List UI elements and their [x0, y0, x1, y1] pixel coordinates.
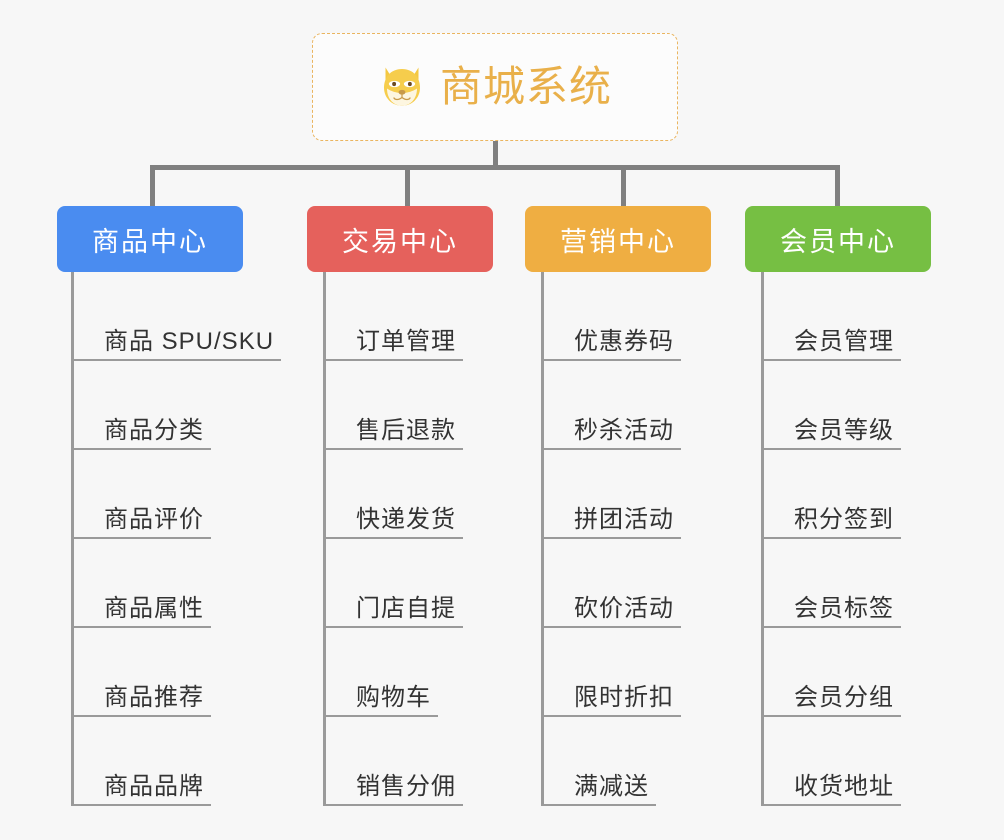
leaf-label: 商品 SPU/SKU: [104, 327, 275, 355]
leaf-item[interactable]: 秒杀活动: [541, 361, 751, 450]
leaf-spine: [761, 272, 764, 806]
leaf-spine: [71, 272, 74, 806]
leaf-label: 限时折扣: [574, 683, 674, 711]
leaf-item[interactable]: 快递发货: [323, 450, 533, 539]
branch-label: 营销中心: [560, 226, 676, 257]
leaf-item[interactable]: 会员标签: [761, 539, 971, 628]
leaf-underline: [71, 715, 211, 717]
leaf-label: 商品属性: [104, 594, 204, 622]
leaf-underline: [541, 626, 681, 628]
leaf-underline: [323, 804, 463, 806]
leaf-item[interactable]: 商品 SPU/SKU: [71, 272, 281, 361]
leaf-underline: [541, 715, 681, 717]
connector-root-stem: [493, 141, 498, 169]
leaf-item[interactable]: 优惠券码: [541, 272, 751, 361]
branch-node-product-center[interactable]: 商品中心: [57, 206, 243, 272]
leaf-label: 商品评价: [104, 505, 204, 533]
leaf-item[interactable]: 购物车: [323, 628, 533, 717]
leaf-item[interactable]: 收货地址: [761, 717, 971, 806]
leaf-underline: [761, 359, 901, 361]
leaf-underline: [761, 537, 901, 539]
leaf-column-product-center: 商品 SPU/SKU 商品分类 商品评价 商品属性 商品推荐 商品品牌: [71, 272, 281, 806]
leaf-column-member-center: 会员管理 会员等级 积分签到 会员标签 会员分组 收货地址: [761, 272, 971, 806]
leaf-label: 砍价活动: [574, 594, 674, 622]
leaf-item[interactable]: 售后退款: [323, 361, 533, 450]
leaf-underline: [71, 626, 211, 628]
connector-horizontal-bus: [150, 165, 840, 170]
leaf-underline: [71, 359, 281, 361]
leaf-label: 购物车: [356, 683, 431, 711]
dog-face-icon: [383, 67, 420, 106]
leaf-label: 秒杀活动: [574, 416, 674, 444]
leaf-item[interactable]: 商品推荐: [71, 628, 281, 717]
leaf-item[interactable]: 砍价活动: [541, 539, 751, 628]
leaf-label: 会员等级: [794, 416, 894, 444]
leaf-item[interactable]: 订单管理: [323, 272, 533, 361]
leaf-label: 收货地址: [794, 772, 894, 800]
connector-drop-3: [621, 165, 626, 207]
leaf-underline: [323, 359, 463, 361]
branch-node-trade-center[interactable]: 交易中心: [307, 206, 493, 272]
connector-drop-4: [835, 165, 840, 207]
leaf-underline: [71, 804, 211, 806]
leaf-underline: [761, 804, 901, 806]
leaf-item[interactable]: 拼团活动: [541, 450, 751, 539]
leaf-underline: [71, 448, 211, 450]
leaf-item[interactable]: 会员等级: [761, 361, 971, 450]
leaf-label: 拼团活动: [574, 505, 674, 533]
leaf-label: 商品品牌: [104, 772, 204, 800]
leaf-underline: [71, 537, 211, 539]
leaf-item[interactable]: 会员分组: [761, 628, 971, 717]
leaf-item[interactable]: 销售分佣: [323, 717, 533, 806]
leaf-label: 销售分佣: [356, 772, 456, 800]
leaf-item[interactable]: 门店自提: [323, 539, 533, 628]
leaf-label: 会员管理: [794, 327, 894, 355]
leaf-underline: [323, 626, 463, 628]
connector-drop-2: [405, 165, 410, 207]
leaf-underline: [323, 715, 438, 717]
leaf-underline: [541, 537, 681, 539]
leaf-item[interactable]: 积分签到: [761, 450, 971, 539]
leaf-item[interactable]: 限时折扣: [541, 628, 751, 717]
leaf-spine: [323, 272, 326, 806]
leaf-label: 会员分组: [794, 683, 894, 711]
leaf-item[interactable]: 商品属性: [71, 539, 281, 628]
leaf-label: 优惠券码: [574, 327, 674, 355]
branch-label: 交易中心: [342, 226, 458, 257]
leaf-underline: [323, 537, 463, 539]
leaf-label: 商品分类: [104, 416, 204, 444]
leaf-label: 订单管理: [356, 327, 456, 355]
branch-node-member-center[interactable]: 会员中心: [745, 206, 931, 272]
root-node-shop-system[interactable]: 商城系统: [312, 33, 678, 141]
leaf-label: 满减送: [574, 772, 649, 800]
leaf-column-trade-center: 订单管理 售后退款 快递发货 门店自提 购物车 销售分佣: [323, 272, 533, 806]
leaf-item[interactable]: 会员管理: [761, 272, 971, 361]
leaf-underline: [541, 359, 681, 361]
root-title: 商城系统: [439, 63, 612, 110]
connector-drop-1: [150, 165, 155, 207]
leaf-label: 商品推荐: [104, 683, 204, 711]
branch-label: 商品中心: [92, 226, 208, 257]
branch-node-marketing-center[interactable]: 营销中心: [525, 206, 711, 272]
leaf-label: 会员标签: [794, 594, 894, 622]
leaf-item[interactable]: 满减送: [541, 717, 751, 806]
leaf-spine: [541, 272, 544, 806]
leaf-label: 快递发货: [356, 505, 456, 533]
leaf-item[interactable]: 商品品牌: [71, 717, 281, 806]
leaf-label: 积分签到: [794, 505, 894, 533]
leaf-item[interactable]: 商品分类: [71, 361, 281, 450]
leaf-underline: [323, 448, 463, 450]
leaf-column-marketing-center: 优惠券码 秒杀活动 拼团活动 砍价活动 限时折扣 满减送: [541, 272, 751, 806]
leaf-underline: [541, 448, 681, 450]
branch-label: 会员中心: [780, 226, 896, 257]
leaf-item[interactable]: 商品评价: [71, 450, 281, 539]
leaf-underline: [541, 804, 656, 806]
leaf-label: 售后退款: [356, 416, 456, 444]
leaf-underline: [761, 448, 901, 450]
leaf-underline: [761, 715, 901, 717]
leaf-label: 门店自提: [356, 594, 456, 622]
leaf-underline: [761, 626, 901, 628]
